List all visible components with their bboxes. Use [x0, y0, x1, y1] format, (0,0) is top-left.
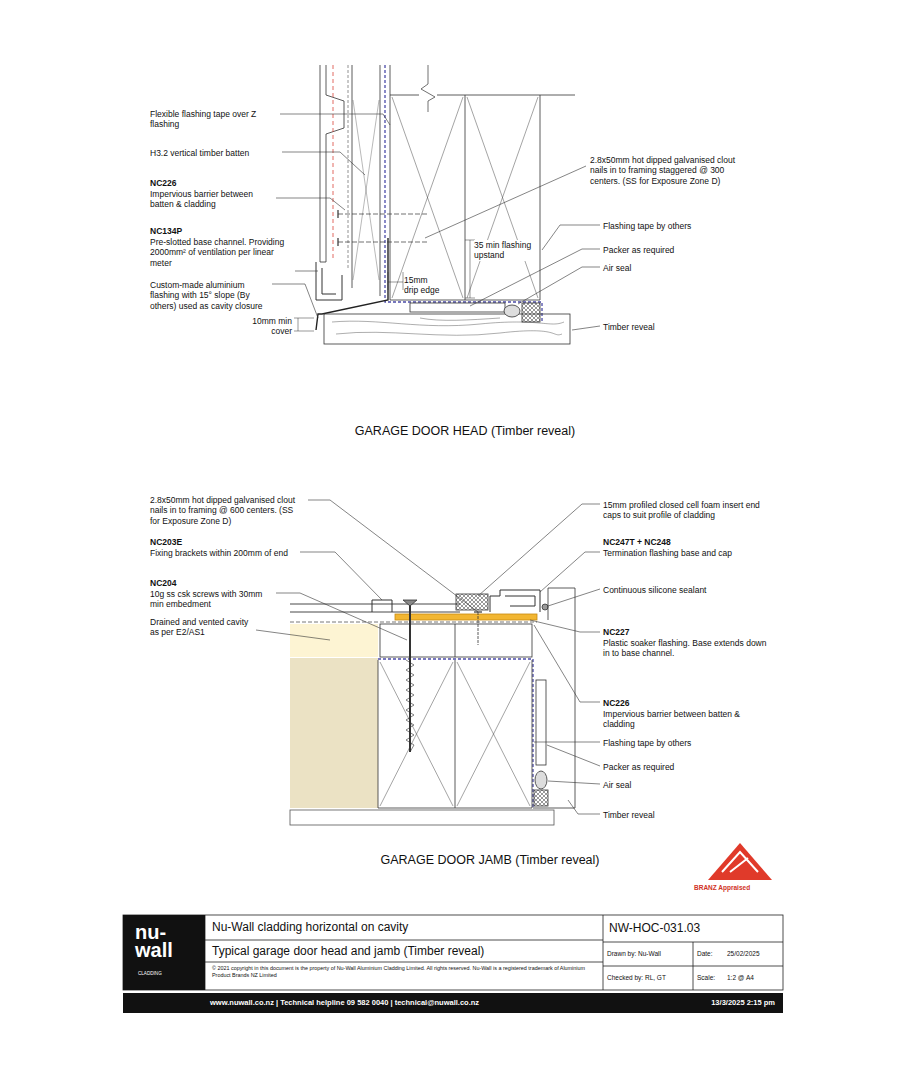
approval-mark: BRANZ Appraised	[694, 884, 784, 892]
title-cell-text: Nu-Wall cladding horizontal on cavity	[212, 920, 597, 934]
leader-lines	[256, 114, 600, 814]
logo-box-text: nu-wall	[135, 923, 183, 959]
callout-note: Packer as required	[603, 762, 733, 772]
part-code: NC226	[603, 698, 663, 708]
logo-box: nu-wallCLADDING	[123, 915, 205, 990]
footer-bar-text: 13/3/2025 2:15 pm	[711, 998, 775, 1007]
part-code: NC204	[150, 578, 210, 588]
dimension-label: 15mm drip edge	[404, 275, 444, 296]
part-code: NC134P	[150, 226, 210, 236]
drawing-number-cell-text: NW-HOC-031.03	[609, 921, 777, 935]
title-block-grid	[123, 915, 783, 990]
footer-bar: www.nuwall.co.nz | Technical helpline 09…	[123, 993, 783, 1013]
callout-note: Flashing tape by others	[603, 221, 733, 231]
callout-note: Custom-made aluminium flashing with 15° …	[150, 280, 268, 311]
part-code: NC227	[603, 627, 663, 637]
head-detail	[294, 65, 575, 344]
checked-by-cell: Checked by: RL, GT	[603, 966, 693, 990]
part-code: NC226	[150, 178, 210, 188]
callout-note: Impervious barrier between batten & clad…	[603, 709, 753, 730]
callout-note: Drained and vented cavity as per E2/AS1	[150, 617, 250, 638]
callout-note: Plastic soaker flashing. Base extends do…	[603, 638, 768, 659]
logo-box-text: CLADDING	[138, 971, 198, 977]
callout-note: 2.8x50mm hot dipped galvanised clout nai…	[150, 495, 305, 526]
jamb-detail	[290, 588, 575, 825]
callout-note: 10g ss csk screws with 30mm min embedmen…	[150, 589, 272, 610]
date-cell-text: Date:	[697, 950, 713, 958]
callout-note: 15mm profiled closed cell foam insert en…	[603, 500, 773, 521]
callout-note: Air seal	[603, 780, 733, 790]
title-cell-text: Typical garage door head and jamb (Timbe…	[212, 944, 597, 958]
dimension-label: 35 min flashing upstand	[474, 240, 538, 261]
callout-note: Packer as required	[603, 245, 733, 255]
date-cell-text: 25/02/2025	[727, 950, 760, 958]
callout-note: Continuous silicone sealant	[603, 585, 763, 595]
view-title: GARAGE DOOR HEAD (Timber reveal)	[290, 424, 640, 439]
callout-note: H3.2 vertical timber batten	[150, 148, 280, 158]
dimension-label: 10mm min cover	[250, 316, 292, 337]
callout-note: Air seal	[603, 263, 733, 273]
callout-note: Termination flashing base and cap	[603, 548, 763, 558]
drawn-by-cell-text: Drawn by: Nu-Wall	[607, 950, 691, 958]
callout-note: Timber reveal	[603, 322, 733, 332]
title-cell: Nu-Wall cladding horizontal on cavityTyp…	[205, 915, 603, 990]
scale-cell-text: 1:2 @ A4	[727, 974, 754, 982]
callout-note: Fixing brackets within 200mm of end	[150, 548, 300, 558]
callout-note: Pre-slotted base channel. Providing 2000…	[150, 237, 290, 268]
scale-cell-text: Scale:	[697, 974, 715, 982]
footer-bar-text: www.nuwall.co.nz | Technical helpline 09…	[210, 998, 670, 1007]
checked-by-cell-text: Checked by: RL, GT	[607, 974, 691, 982]
callout-note: Flashing tape by others	[603, 738, 733, 748]
scale-cell: Scale: 1:2 @ A4	[693, 966, 783, 990]
approval-logo	[708, 843, 772, 880]
callout-note: Impervious barrier between batten & clad…	[150, 189, 272, 210]
view-title: GARAGE DOOR JAMB (Timber reveal)	[315, 853, 665, 868]
part-code: NC203E	[150, 537, 210, 547]
callout-note: Timber reveal	[603, 810, 733, 820]
date-cell: Date: 25/02/2025	[693, 942, 783, 966]
drawn-by-cell: Drawn by: Nu-Wall	[603, 942, 693, 966]
callout-note: Flexible flashing tape over Z flashing	[150, 109, 275, 130]
callout-note: 2.8x50mm hot dipped galvanised clout nai…	[590, 155, 740, 186]
drawing-number-cell: NW-HOC-031.03	[603, 915, 783, 942]
part-code: NC247T + NC248	[603, 537, 723, 547]
title-cell-text: © 2021 copyright in this document is the…	[212, 965, 598, 979]
